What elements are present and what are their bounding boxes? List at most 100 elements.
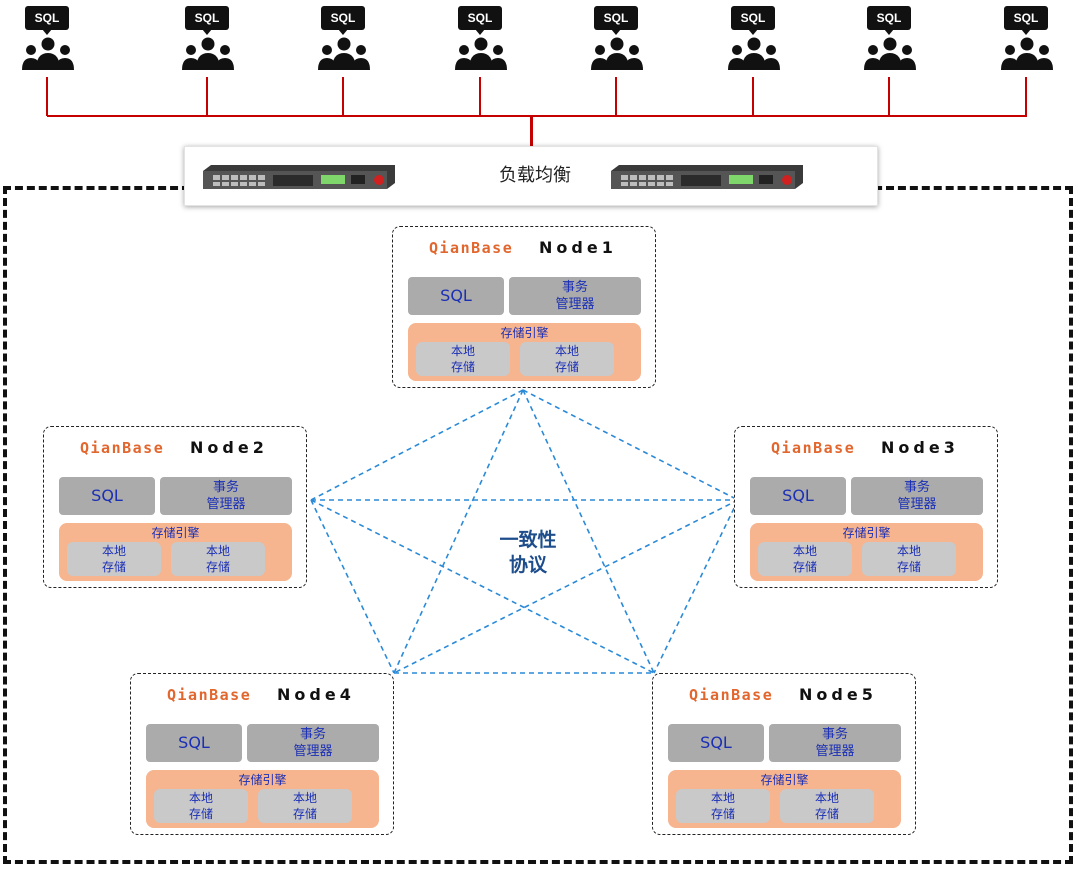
- local-storage-line1: 本地: [814, 791, 839, 805]
- brand-logo: QianBase: [80, 439, 165, 457]
- transaction-manager: 事务 管理器: [509, 277, 641, 315]
- tx-line1: 事务: [299, 727, 326, 742]
- people-group-icon: [318, 37, 370, 70]
- local-storage: 本地 存储: [758, 542, 852, 576]
- load-balancer: 负载均衡: [184, 146, 878, 206]
- storage-engine: 存储引擎 本地 存储 本地 存储: [750, 523, 983, 581]
- tx-line1: 事务: [903, 480, 930, 495]
- tx-line1: 事务: [212, 480, 239, 495]
- sql-component: SQL: [750, 477, 846, 515]
- node-title: Node5: [799, 685, 877, 704]
- sql-bubble: SQL: [458, 6, 502, 30]
- sql-component: SQL: [146, 724, 242, 762]
- consensus-line1: 一致性: [499, 529, 557, 551]
- local-storage: 本地 存储: [67, 542, 161, 576]
- tx-line2: 管理器: [555, 297, 595, 312]
- client-drop-line: [888, 77, 890, 116]
- brand-logo: QianBase: [689, 686, 774, 704]
- people-group-icon: [182, 37, 234, 70]
- consensus-line2: 协议: [508, 554, 547, 576]
- sql-bubble: SQL: [321, 6, 365, 30]
- sql-client-group: SQL: [455, 6, 509, 76]
- sql-component: SQL: [668, 724, 764, 762]
- tx-line2: 管理器: [206, 497, 246, 512]
- sql-component: SQL: [408, 277, 504, 315]
- consensus-link: [522, 389, 739, 501]
- local-storage-line2: 存储: [792, 560, 817, 574]
- local-storage-line1: 本地: [792, 544, 817, 558]
- local-storage: 本地 存储: [780, 789, 874, 823]
- server-appliance-icon: [611, 165, 803, 189]
- tx-line2: 管理器: [815, 744, 855, 759]
- local-storage-line2: 存储: [814, 807, 839, 821]
- local-storage-line2: 存储: [554, 360, 579, 374]
- storage-engine: 存储引擎 本地 存储 本地 存储: [668, 770, 901, 828]
- local-storage-line2: 存储: [292, 807, 317, 821]
- tx-line1: 事务: [561, 280, 588, 295]
- sql-bubble: SQL: [185, 6, 229, 30]
- consensus-link: [310, 389, 524, 501]
- client-drop-line: [46, 77, 48, 116]
- node-title: Node4: [277, 685, 355, 704]
- local-storage: 本地 存储: [171, 542, 265, 576]
- local-storage-line2: 存储: [188, 807, 213, 821]
- local-storage: 本地 存储: [862, 542, 956, 576]
- node-title: Node3: [881, 438, 959, 457]
- node-3: QianBase Node3 SQL 事务 管理器 存储引擎 本地 存储 本地 …: [734, 426, 998, 588]
- local-storage-line1: 本地: [292, 791, 317, 805]
- client-bus-line: [47, 115, 1027, 117]
- transaction-manager: 事务 管理器: [247, 724, 379, 762]
- tx-line2: 管理器: [897, 497, 937, 512]
- consensus-link: [310, 499, 395, 674]
- local-storage-line2: 存储: [710, 807, 735, 821]
- node-5: QianBase Node5 SQL 事务 管理器 存储引擎 本地 存储 本地 …: [652, 673, 916, 835]
- server-appliance-icon: [203, 165, 395, 189]
- sql-bubble: SQL: [25, 6, 69, 30]
- sql-bubble: SQL: [594, 6, 638, 30]
- consensus-link: [393, 389, 524, 674]
- local-storage: 本地 存储: [154, 789, 248, 823]
- client-drop-line: [206, 77, 208, 116]
- sql-client-group: SQL: [22, 6, 76, 76]
- storage-engine-label: 存储引擎: [842, 526, 891, 540]
- lb-uplink-line: [530, 115, 533, 147]
- storage-engine: 存储引擎 本地 存储 本地 存储: [59, 523, 292, 581]
- local-storage: 本地 存储: [676, 789, 770, 823]
- sql-client-group: SQL: [728, 6, 782, 76]
- local-storage: 本地 存储: [258, 789, 352, 823]
- tx-line1: 事务: [821, 727, 848, 742]
- consensus-label: 一致性 协议: [478, 528, 578, 578]
- local-storage-line1: 本地: [450, 344, 475, 358]
- sql-bubble: SQL: [1004, 6, 1048, 30]
- brand-logo: QianBase: [167, 686, 252, 704]
- node-title: Node2: [190, 438, 268, 457]
- consensus-link: [653, 499, 739, 674]
- people-group-icon: [864, 37, 916, 70]
- storage-engine-label: 存储引擎: [760, 773, 809, 787]
- local-storage: 本地 存储: [416, 342, 510, 376]
- local-storage-line1: 本地: [710, 791, 735, 805]
- local-storage-line1: 本地: [188, 791, 213, 805]
- sql-client-group: SQL: [1001, 6, 1055, 76]
- people-group-icon: [1001, 37, 1053, 70]
- sql-client-group: SQL: [591, 6, 645, 76]
- local-storage-line2: 存储: [205, 560, 230, 574]
- storage-engine: 存储引擎 本地 存储 本地 存储: [408, 323, 641, 381]
- sql-client-group: SQL: [182, 6, 236, 76]
- storage-engine: 存储引擎 本地 存储 本地 存储: [146, 770, 379, 828]
- local-storage-line2: 存储: [101, 560, 126, 574]
- consensus-link: [522, 389, 655, 674]
- load-balancer-label: 负载均衡: [499, 165, 571, 186]
- transaction-manager: 事务 管理器: [851, 477, 983, 515]
- people-group-icon: [455, 37, 507, 70]
- local-storage-line1: 本地: [896, 544, 921, 558]
- client-drop-line: [752, 77, 754, 116]
- people-group-icon: [591, 37, 643, 70]
- brand-logo: QianBase: [429, 239, 514, 257]
- node-1: QianBase Node1 SQL 事务 管理器 存储引擎 本地 存储 本地 …: [392, 226, 656, 388]
- local-storage-line2: 存储: [450, 360, 475, 374]
- transaction-manager: 事务 管理器: [160, 477, 292, 515]
- local-storage-line1: 本地: [101, 544, 126, 558]
- consensus-link: [393, 499, 739, 674]
